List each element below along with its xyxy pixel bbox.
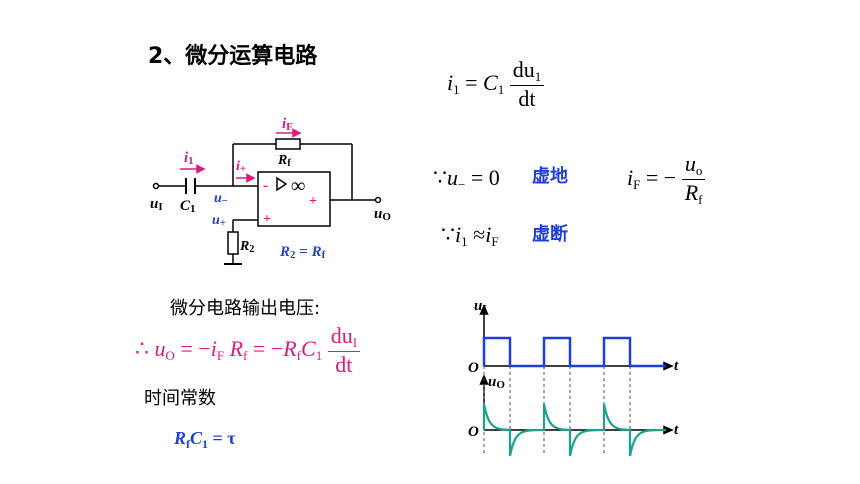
u-minus-symbol: u (447, 165, 458, 190)
time-constant-label: 时间常数 (144, 388, 216, 409)
output-voltage-label: 微分电路输出电压: (170, 298, 321, 319)
output-denominator: dt (335, 352, 353, 378)
if-label: iF (282, 116, 293, 133)
equals-minus-1: = − (174, 335, 211, 361)
differentiator-circuit: iF Rf i1 i+ u− u+ uI C1 uO R2 ∞ - + + R2… (150, 116, 391, 265)
capacitor-current-equation: i1 = C1 du1 dt (447, 57, 545, 112)
input-terminal (152, 182, 160, 190)
output-numerator-sub: I (352, 335, 358, 350)
rf-label: Rf (277, 153, 291, 169)
virtual-open-equation: ∵i1 ≈iF (441, 222, 499, 250)
output-spike-wave (482, 403, 666, 457)
i1-symbol: i (455, 222, 462, 247)
rf-sub-out-2: f (296, 347, 301, 363)
output-plus-sign: + (309, 194, 317, 209)
minus-input-sign: - (263, 178, 268, 194)
output-terminal (374, 196, 382, 204)
if-sub-out: F (216, 347, 225, 363)
eq-i1-symbol: i (447, 69, 454, 95)
origin-label-bottom: O (468, 424, 479, 440)
output-derivative-fraction: duI dt (327, 323, 361, 378)
eq-i1-sub: 1 (453, 81, 460, 97)
if-sub: F (633, 176, 641, 192)
if-symbol-out: i (210, 335, 217, 361)
uplus-label: u+ (212, 213, 226, 229)
if-arrow-head (292, 128, 302, 138)
ui-label: uI (150, 196, 163, 213)
ui-axis-label: uI (474, 298, 487, 315)
eq-derivative-fraction: du1 dt (509, 57, 545, 112)
approx-symbol: ≈ (467, 222, 486, 247)
if-numerator-sub: o (695, 163, 703, 178)
infinity-symbol: ∞ (291, 175, 305, 197)
because-symbol-2: ∵ (441, 222, 455, 247)
uo-sub: O (165, 347, 175, 363)
if-symbol: i (627, 164, 634, 190)
t-label-top: t (674, 358, 679, 374)
equals-minus-2: = − (247, 335, 284, 361)
because-symbol: ∵ (433, 165, 447, 190)
eq-numerator-sub: 1 (534, 69, 542, 84)
waveform-diagram: uI uO O O t t (468, 298, 679, 457)
i1-label: i1 (184, 150, 194, 167)
tc-r-symbol: R (174, 428, 187, 448)
tc-c-sub: 1 (202, 437, 209, 451)
eq-denominator: dt (518, 86, 536, 112)
u-minus-sub: − (458, 177, 466, 192)
uo-axis-label: uO (488, 374, 505, 391)
t-label-bottom: t (674, 422, 679, 438)
output-numerator: du (330, 323, 353, 348)
if-denominator-sub: f (698, 192, 703, 208)
ui-voltage-axis-arrow (479, 304, 489, 315)
rf-symbol-out-2: R (283, 335, 297, 361)
c1-label: C1 (180, 198, 196, 215)
virtual-ground-label: 虚地 (532, 166, 568, 187)
if-numerator: u (684, 151, 696, 176)
rf-symbol-out: R (229, 335, 244, 361)
origin-label-top: O (468, 360, 479, 376)
i1-sub: 1 (461, 234, 468, 249)
uminus-label: u− (214, 191, 228, 207)
feedback-current-equation: iF = − uo Rf (627, 151, 706, 208)
uo-symbol: u (154, 335, 166, 361)
r2-label: R2 (239, 239, 254, 255)
time-constant-equation: RfC1 = τ (174, 428, 236, 452)
if-fraction: uo Rf (681, 151, 706, 208)
output-voltage-equation: ∴ uO = −iF Rf = −RfC1 duI dt (135, 323, 361, 378)
rf-sub-out: f (243, 347, 248, 363)
eq-numerator: du (512, 57, 535, 82)
eq-equals: = (459, 69, 484, 95)
eq-c1-symbol: C (483, 69, 498, 95)
eq-c1-sub: 1 (497, 81, 505, 97)
opamp-box (257, 171, 331, 227)
if-symbol-2: i (485, 222, 492, 247)
therefore-symbol: ∴ (135, 335, 149, 361)
r2-equals-rf: R2 = Rf (279, 244, 326, 261)
if-denominator: R (684, 180, 699, 206)
uo-label: uO (374, 206, 391, 223)
if-sub-2: F (491, 234, 499, 249)
i1-arrow-head (196, 164, 206, 174)
tc-equals-tau: = τ (208, 428, 236, 448)
edge-guides (483, 366, 631, 456)
iplus-label: i+ (236, 159, 246, 175)
virtual-open-label: 虚断 (532, 224, 568, 245)
input-square-wave (482, 336, 666, 368)
tc-r-sub: f (186, 437, 191, 451)
tc-c-symbol: C (190, 428, 203, 448)
plus-input-sign: + (263, 212, 271, 227)
feedback-resistor-rf (275, 138, 301, 150)
page-title: 2、微分运算电路 (148, 44, 318, 69)
iplus-arrow-head (246, 173, 256, 183)
c1-sub-out: 1 (315, 347, 323, 363)
if-equals: = − (640, 164, 677, 190)
virtual-ground-equation: ∵u− = 0 (433, 165, 500, 193)
resistor-r2 (227, 231, 239, 255)
equals-zero: = 0 (465, 165, 500, 190)
c1-symbol-out: C (301, 335, 316, 361)
opamp-triangle-icon (276, 176, 288, 192)
